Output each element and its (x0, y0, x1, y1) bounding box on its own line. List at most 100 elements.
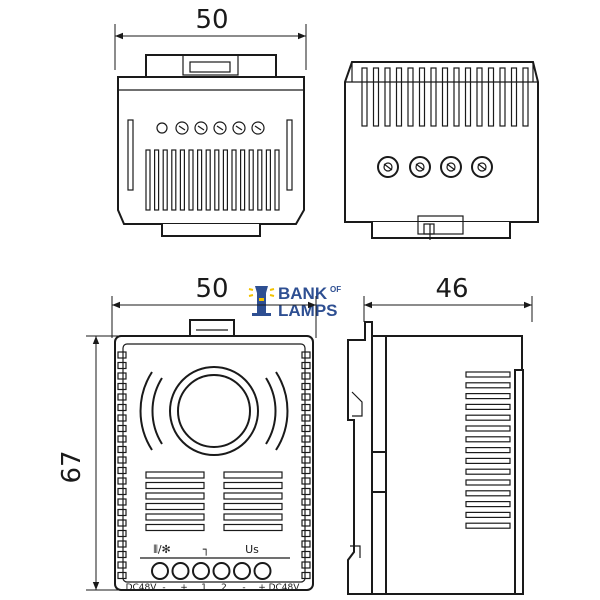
rib (301, 550, 311, 559)
rib (117, 550, 127, 559)
terminal-screw (212, 562, 231, 580)
rib (301, 403, 311, 412)
rib (301, 382, 311, 391)
vent-slot (248, 149, 254, 211)
vent-slot (197, 149, 203, 211)
rib (117, 487, 127, 496)
vent-slot (384, 67, 391, 127)
rib (117, 445, 127, 454)
vent-slot (223, 523, 283, 532)
rib (117, 498, 127, 506)
terminal-screw (151, 562, 169, 580)
terminal-label: DC48V (126, 583, 158, 593)
rib (117, 540, 127, 548)
rib (301, 435, 311, 443)
lighthouse-icon (248, 286, 275, 316)
vent-slot (240, 149, 246, 211)
front-dial[interactable] (177, 374, 251, 448)
vent-slot (223, 502, 283, 511)
rib (117, 403, 127, 412)
top-clip-inner (182, 54, 239, 76)
rib (117, 361, 127, 370)
vent-slot (265, 149, 271, 211)
vent-slot (465, 382, 511, 389)
logo-line1-suffix: OF (330, 285, 341, 294)
terminal-label: + (258, 583, 266, 593)
rib (117, 529, 127, 538)
vent-slot (222, 149, 228, 211)
rib (117, 393, 127, 401)
top-right-vent-slots (361, 67, 529, 127)
terminal-label: 2 (221, 583, 227, 593)
rib (301, 424, 311, 433)
terminal-label: - (162, 583, 165, 593)
vent-slot (476, 67, 483, 127)
vent-slot (145, 481, 205, 490)
vent-slot (441, 67, 449, 127)
vent-slot (522, 67, 529, 127)
rib (301, 393, 311, 401)
top-view: 50 (114, 5, 307, 237)
vent-slot (465, 511, 511, 519)
vent-slot (487, 67, 495, 127)
vent-slot (465, 490, 511, 497)
rib (301, 498, 311, 506)
vent-slot (465, 501, 511, 508)
vent-slot (223, 471, 283, 479)
rib (301, 477, 311, 485)
rib (301, 540, 311, 548)
front-vent-slots (145, 471, 283, 532)
terminal-label: 1 (201, 583, 207, 593)
vent-slot (465, 457, 511, 464)
vent-slot (465, 436, 511, 443)
vent-slot (465, 393, 511, 400)
vent-slot (465, 414, 511, 421)
top-right-foot (371, 222, 511, 239)
vent-slot (145, 471, 205, 479)
vent-slot (145, 502, 205, 511)
vent-slot (465, 522, 511, 529)
rib (117, 561, 127, 569)
rib (301, 529, 311, 538)
rib (117, 456, 127, 464)
logo-line1: BANK (278, 284, 328, 303)
vent-slot (154, 149, 160, 211)
top-vent-slots (145, 149, 280, 211)
front-terminals-row (151, 562, 272, 580)
terminal-label: - (242, 583, 245, 593)
side-vent-slots (465, 371, 511, 529)
bank-of-lamps-logo: BANK OF LAMPS (248, 284, 341, 320)
vent-slot (223, 513, 283, 521)
terminal-screw (253, 562, 272, 580)
front-body (114, 335, 314, 591)
vent-slot (361, 67, 368, 127)
vent-slot (231, 149, 237, 211)
vent-slot (465, 447, 511, 454)
front-side-ribs (117, 351, 311, 580)
vent-slot (223, 481, 283, 490)
vent-slot (395, 67, 403, 127)
rib (301, 571, 311, 580)
rib (117, 519, 127, 527)
dim-label-side-depth: 46 (435, 274, 468, 304)
dim-label-front-width: 50 (195, 274, 228, 304)
rib (301, 561, 311, 569)
us-label: Us (245, 543, 259, 556)
rib (117, 351, 127, 359)
top-clip (145, 54, 277, 78)
dim-label-top-width: 50 (195, 5, 228, 35)
vent-slot (257, 149, 263, 211)
vent-slot (205, 149, 211, 211)
rib (117, 424, 127, 433)
rib (301, 445, 311, 454)
vent-slot (465, 468, 511, 475)
rib (117, 477, 127, 485)
vent-slot (430, 67, 437, 127)
rib (301, 519, 311, 527)
vent-slot (145, 492, 205, 500)
vent-slot (418, 67, 426, 127)
